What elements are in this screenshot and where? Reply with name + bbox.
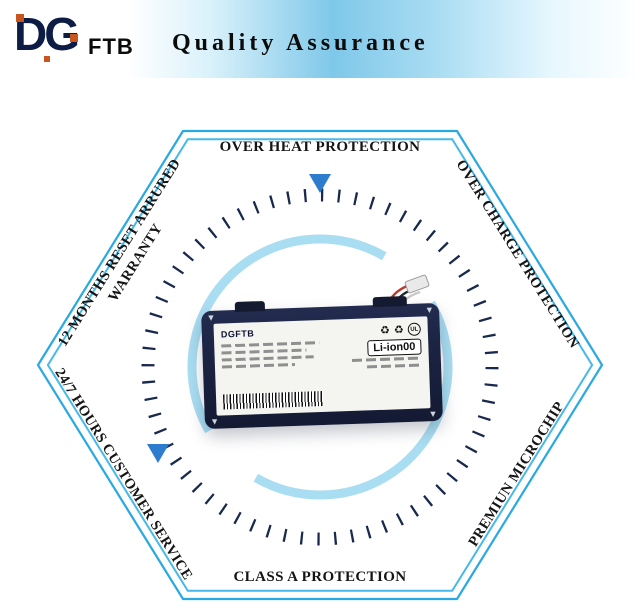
brand-logo: DG FTB (14, 8, 164, 70)
page-title: Quality Assurance (172, 30, 429, 56)
battery-label-right: ♻ ♻ UL Li-ion00 (335, 322, 423, 406)
battery-mount-tab (372, 296, 407, 308)
battery-connector (404, 274, 430, 294)
logo-orange-square-icon (16, 14, 24, 22)
battery-label: DGFTB ♻ ♻ UL Li-ion00 (213, 316, 431, 416)
recycle-icon: ♻ (379, 323, 391, 337)
fine-print-line (221, 355, 314, 362)
fine-print-line (221, 341, 320, 348)
certification-marks: ♻ ♻ UL (379, 322, 421, 337)
battery-product-image: ▼ ▼ ▼ ▼ DGFTB ♻ ♻ UL Li-ion00 (201, 296, 443, 430)
hexagon-outer-outline (36, 129, 604, 601)
logo-orange-square-icon (70, 34, 78, 42)
fine-print-line (351, 356, 422, 362)
feature-label-class-a: CLASS A PROTECTION (233, 569, 407, 585)
header-banner: DG FTB Quality Assurance (0, 0, 640, 78)
li-ion-badge: Li-ion00 (366, 338, 422, 357)
battery-brand-text: DGFTB (220, 328, 255, 340)
fine-print-line (367, 363, 423, 369)
battery-label-left: DGFTB (221, 326, 330, 410)
tick-ring (141, 188, 499, 546)
feature-label-over-heat: OVER HEAT PROTECTION (219, 139, 421, 155)
barcode (222, 390, 324, 410)
battery-mount-tab (234, 300, 266, 313)
logo-orange-square-icon (44, 56, 50, 62)
corner-mark-icon: ▼ (211, 417, 218, 426)
fine-print-line (221, 362, 295, 369)
arrow-down-left-icon (147, 444, 169, 463)
recycle-icon: ♻ (393, 323, 405, 337)
ul-mark-icon: UL (407, 322, 421, 336)
corner-mark-icon: ▼ (430, 410, 436, 419)
arrow-down-top-icon (309, 174, 331, 193)
logo-ftb-text: FTB (88, 34, 134, 59)
fine-print-line (221, 348, 307, 355)
logo-dg-text: DG (14, 8, 80, 60)
hexagon-inner-outline (46, 138, 594, 592)
corner-mark-icon: ▼ (208, 313, 214, 322)
corner-mark-icon: ▼ (426, 306, 433, 315)
